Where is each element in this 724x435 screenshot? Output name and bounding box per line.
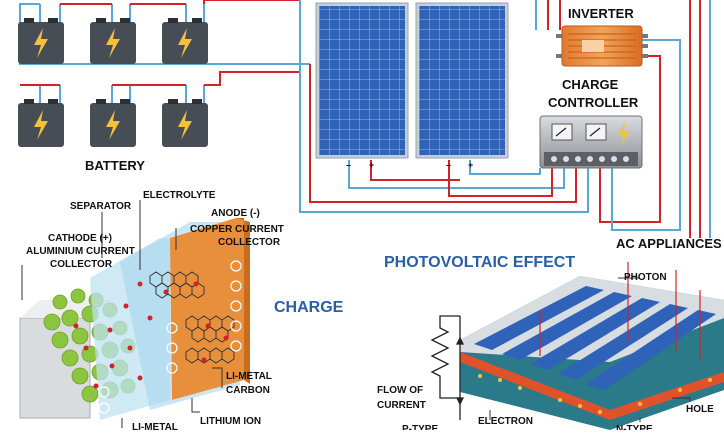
battery-unit <box>18 18 64 64</box>
copper-collector-line1: COPPER CURRENT <box>190 224 284 235</box>
pointer-lines <box>21 200 223 428</box>
li-metal-carbon-line2: CARBON <box>226 385 270 396</box>
battery-bank: BATTERY <box>18 18 208 173</box>
panel-plus: + <box>369 160 374 170</box>
inverter: INVERTER <box>556 6 648 67</box>
bolt-icon <box>34 110 48 140</box>
electrolyte-label: ELECTROLYTE <box>143 190 216 201</box>
battery-unit <box>90 99 136 147</box>
photon-rays <box>539 262 701 360</box>
flow-of-label: FLOW OF <box>377 385 423 396</box>
lithium-ion-label: LITHIUM ION <box>200 416 261 427</box>
lithium-ions <box>73 281 229 389</box>
battery-label: BATTERY <box>85 158 145 173</box>
li-metal-carbon-line1: LI-METAL <box>226 371 272 382</box>
charge-title: CHARGE <box>274 299 344 316</box>
bolt-icon <box>178 28 192 58</box>
battery-unit <box>162 99 208 147</box>
aluminium-collector-line2: COLLECTOR <box>50 259 113 270</box>
inverter-label: INVERTER <box>568 6 634 21</box>
charge-controller: CHARGE CONTROLLER <box>539 77 643 169</box>
panel-minus: – <box>346 160 351 170</box>
battery-unit <box>90 18 136 64</box>
ac-appliances-label: AC APPLIANCES <box>616 236 722 251</box>
anode-label: ANODE (-) <box>211 208 260 219</box>
solar-cell-icon <box>319 6 405 155</box>
bolt-icon <box>106 28 120 58</box>
charge-carriers <box>478 374 712 414</box>
panel-minus: – <box>446 160 451 170</box>
bolt-icon <box>618 121 630 147</box>
electron-arrows <box>98 260 242 414</box>
n-type-label: N-TYPE <box>616 424 653 430</box>
solar-panel: – + <box>315 2 409 170</box>
battery-unit <box>18 99 64 147</box>
copper-collector-line2: COLLECTOR <box>218 237 281 248</box>
aluminium-collector-line1: ALUMINIUM CURRENT <box>26 246 135 257</box>
bolt-icon <box>106 110 120 140</box>
gauge-icon <box>551 123 573 141</box>
charge-controller-label-line1: CHARGE <box>562 77 619 92</box>
resistor-icon <box>430 315 465 420</box>
photovoltaic-effect: PHOTOVOLTAIC EFFECT <box>377 254 724 435</box>
solar-panel: – + <box>415 2 509 170</box>
electron-label: ELECTRON <box>478 416 533 427</box>
p-type-label: P-TYPE <box>402 424 438 430</box>
solar-cell-icon <box>419 6 505 155</box>
li-metal-bottom-label: LI-METAL <box>132 422 178 430</box>
hole-label: HOLE <box>686 404 714 415</box>
lithium-cell: SEPARATOR ELECTROLYTE ANODE (-) COPPER C… <box>19 190 344 433</box>
separator-label: SEPARATOR <box>70 201 132 212</box>
photon-label: PHOTON <box>624 272 667 283</box>
gauge-icon <box>585 123 607 141</box>
charge-controller-label-line2: CONTROLLER <box>548 95 639 110</box>
current-label: CURRENT <box>377 400 426 411</box>
solar-panels: – + – + <box>315 2 509 170</box>
pointer-lines <box>489 277 691 422</box>
panel-plus: + <box>468 160 473 170</box>
cathode-label: CATHODE (+) <box>48 233 112 244</box>
battery-unit <box>162 18 208 64</box>
bolt-icon <box>34 28 48 58</box>
photovoltaic-title: PHOTOVOLTAIC EFFECT <box>384 254 575 271</box>
bolt-icon <box>178 110 192 140</box>
